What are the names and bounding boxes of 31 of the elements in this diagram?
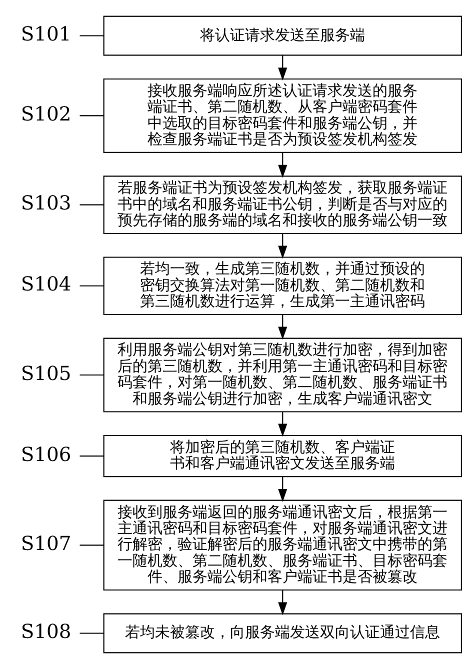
connector xyxy=(80,114,104,116)
arrow xyxy=(278,314,288,340)
arrow xyxy=(278,476,288,502)
connector xyxy=(80,204,104,205)
arrow xyxy=(278,152,288,178)
arrow xyxy=(278,590,288,615)
node-text: S106 xyxy=(20,442,72,466)
node-box: 接收服务端响应所述认证请求发送的服务端证书、第二随机数、从客户端密码套件中选取的目标密码套件和服务端公钥，并检查服务端证书是否为预设签发机构签发 xyxy=(103,78,462,152)
node-text: S107 xyxy=(20,531,72,554)
node-text: S105 xyxy=(20,361,72,384)
connector xyxy=(80,374,104,376)
node-text: S108 xyxy=(20,619,72,642)
arrow xyxy=(278,233,288,258)
connector xyxy=(80,455,104,456)
node-text: S104 xyxy=(20,272,72,296)
connector xyxy=(80,284,104,286)
node-text: S101 xyxy=(20,22,72,46)
node-box: 若服务端证书为预设签发机构签发，获取服务端证书中的域名和服务端证书公钥，判断是否与对应的预先存储的服务端的域名和接收的服务端公钥一致 xyxy=(103,175,462,234)
arrow xyxy=(278,54,288,80)
node-box: 若均未被篡改，向服务端发送双向认证通过信息 xyxy=(103,612,462,653)
node-box: 将认证请求发送至服务端 xyxy=(103,15,462,56)
node-box: 将加密后的第三随机数、客户端证书和客户端通讯密文发送至服务端 xyxy=(103,434,462,477)
connector xyxy=(80,632,104,634)
connector xyxy=(80,544,104,546)
node-box: 接收到服务端返回的服务端通讯密文后，根据第一主通讯密码和目标密码套件，对服务端通讯密文进行解密，验证解密后的服务端通讯密文中携带的第一随机数、第二随机数、服务端证书、目标密码套件、服务端公钥和客户端证书是否被篡改 xyxy=(103,499,462,590)
arrow xyxy=(278,411,288,436)
node-box: 利用服务端公钥对第三随机数进行加密，得到加密后的第三随机数，并利用第一主通讯密码和目标密码套件，对第一随机数、第二随机数、服务端证书和服务端公钥进行加密，生成客户端通讯密文 xyxy=(103,337,462,412)
node-text: S102 xyxy=(20,102,72,125)
node-text: S103 xyxy=(20,191,72,214)
connector xyxy=(80,34,104,36)
node-box: 若均一致，生成第三随机数，并通过预设的密钥交换算法对第一随机数、第二随机数和第三随机数进行运算，生成第一主通讯密码 xyxy=(103,256,462,315)
